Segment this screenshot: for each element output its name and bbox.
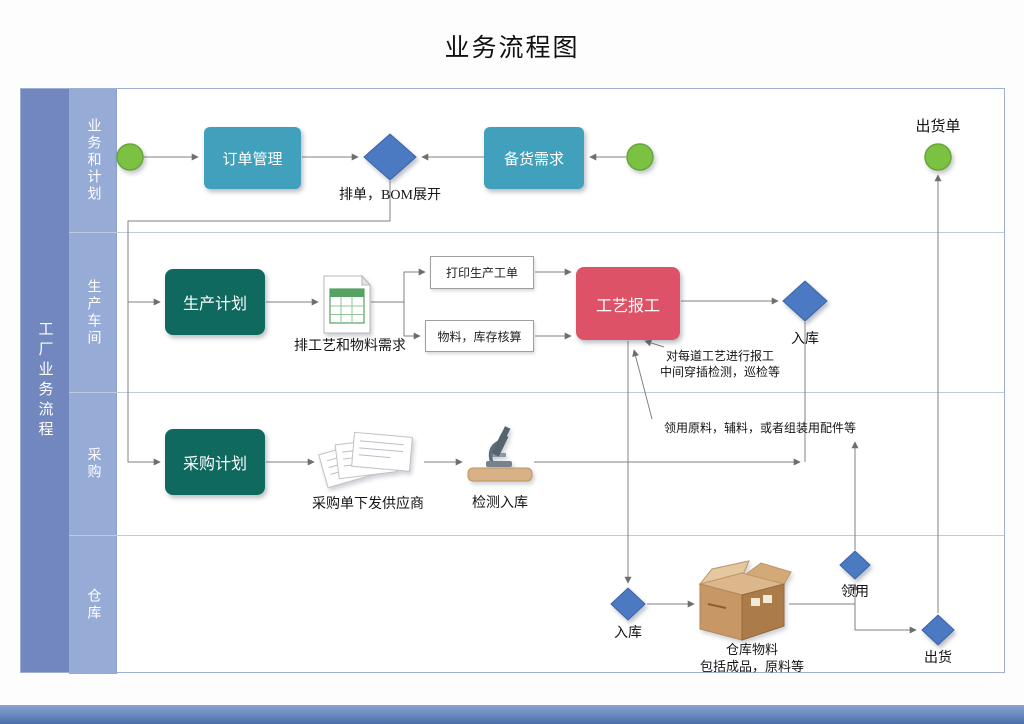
gateway-inbound-production[interactable] xyxy=(782,280,828,322)
label-shipment-order: 出货单 xyxy=(915,119,961,135)
task-stock-demand[interactable]: 备货需求 xyxy=(484,127,584,189)
lane-label-purchasing: 采购 xyxy=(69,393,117,535)
lane-label-text: 采购 xyxy=(85,447,101,481)
connector-sheet-to-print xyxy=(371,268,426,303)
label-inbound-production: 入库 xyxy=(791,332,819,347)
pool-title-bar: 工厂业务流程 xyxy=(21,89,69,672)
page-title: 业务流程图 xyxy=(444,35,580,62)
label-inbound-warehouse: 入库 xyxy=(614,626,642,641)
connector-requisitionnote-to-report xyxy=(632,349,653,420)
label-po-note: 采购单下发供应商 xyxy=(312,497,424,512)
label-inspect-inbound: 检测入库 xyxy=(472,496,528,511)
warehouse-box-icon[interactable] xyxy=(698,560,792,641)
lane-label-warehouse: 仓库 xyxy=(69,536,117,674)
task-order-management[interactable]: 订单管理 xyxy=(204,127,301,189)
lane-production: 生产车间 xyxy=(69,233,1004,393)
lane-business-planning: 业务和计划 xyxy=(69,89,1004,233)
label-schedule-note: 排工艺和物料需求 xyxy=(294,339,406,354)
lane-label-business-planning: 业务和计划 xyxy=(69,89,117,232)
lane-label-text: 业务和计划 xyxy=(85,118,101,203)
gateway-inbound-warehouse[interactable] xyxy=(610,587,646,621)
label-report-note-line1: 对每道工艺进行报工 xyxy=(665,349,774,363)
label-report-note: 对每道工艺进行报工 中间穿插检测，巡检等 xyxy=(635,348,805,380)
label-requisition: 领用 xyxy=(841,585,869,600)
task-process-reporting[interactable]: 工艺报工 xyxy=(576,267,680,340)
task-material-inventory-check[interactable]: 物料，库存核算 xyxy=(425,320,534,352)
microscope-icon[interactable] xyxy=(467,426,533,482)
lane-label-text: 仓库 xyxy=(85,588,101,622)
gateway-bom[interactable] xyxy=(363,133,417,181)
end-event-shipment[interactable] xyxy=(924,143,952,171)
task-purchase-plan[interactable]: 采购计划 xyxy=(165,429,265,495)
lane-label-production: 生产车间 xyxy=(69,233,117,392)
label-warehouse-note-line1: 仓库物料 xyxy=(725,642,778,657)
lane-label-text: 生产车间 xyxy=(85,278,101,347)
documents-icon[interactable] xyxy=(318,431,413,489)
label-report-note-line2: 中间穿插检测，巡检等 xyxy=(659,365,780,379)
start-event-2[interactable] xyxy=(626,143,654,171)
lane-purchasing: 采购 xyxy=(69,393,1004,536)
label-warehouse-note-line2: 包括成品，原料等 xyxy=(699,659,804,674)
pool-title: 工厂业务流程 xyxy=(36,320,53,441)
label-shipment: 出货 xyxy=(924,651,952,666)
connector-gateway-to-prodplan xyxy=(127,181,391,306)
label-warehouse-note: 仓库物料 包括成品，原料等 xyxy=(662,641,842,675)
bottom-window-bar xyxy=(0,705,1024,724)
task-print-workorder[interactable]: 打印生产工单 xyxy=(430,256,534,289)
connector-sheet-to-material xyxy=(403,302,421,340)
lane-warehouse: 仓库 xyxy=(69,536,1004,674)
task-production-plan[interactable]: 生产计划 xyxy=(165,269,265,335)
gateway-requisition[interactable] xyxy=(839,550,871,580)
gateway-shipment[interactable] xyxy=(921,614,955,646)
connector-note-to-report xyxy=(644,339,665,348)
spreadsheet-icon[interactable] xyxy=(323,274,372,334)
label-bom-note: 排单，BOM展开 xyxy=(339,188,441,203)
start-event-1[interactable] xyxy=(116,143,144,171)
connector-box-to-shipment xyxy=(854,604,917,634)
connector-gateway-to-purchaseplan xyxy=(127,302,161,466)
label-requisition-note: 领用原料，辅料，或者组装用配件等 xyxy=(663,421,856,435)
